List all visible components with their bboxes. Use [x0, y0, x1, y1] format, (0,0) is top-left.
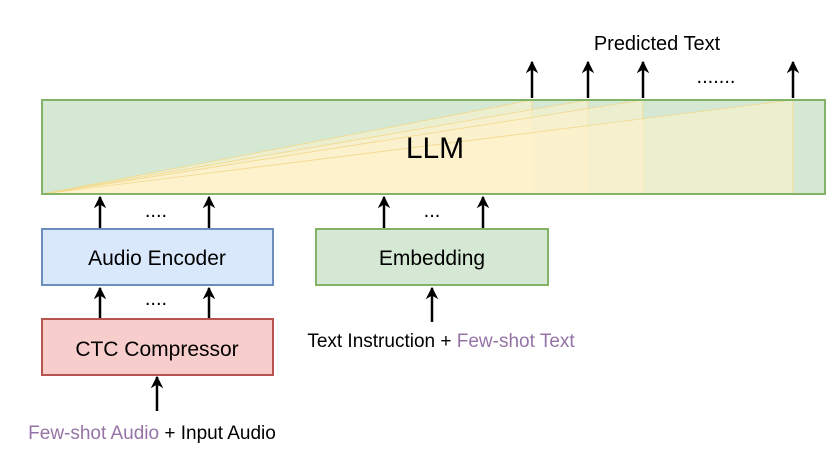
llm-label: LLM	[406, 132, 464, 165]
few-shot-text-text: Few-shot Text	[457, 331, 576, 352]
audio-encoder-label: Audio Encoder	[88, 247, 226, 270]
ctc-compressor-label: CTC Compressor	[75, 338, 238, 361]
embedding-label: Embedding	[379, 247, 485, 270]
encoder-llm-ellipsis: ....	[145, 200, 167, 222]
text-instruction-text: Text Instruction +	[307, 331, 456, 352]
few-shot-audio-text: Few-shot Audio	[28, 423, 159, 444]
predicted-text-label: Predicted Text	[594, 33, 721, 55]
embedding-block	[315, 228, 549, 286]
audio-encoder-block	[41, 228, 274, 286]
embedding-llm-ellipsis: ...	[424, 200, 441, 222]
compressor-encoder-ellipsis: ....	[145, 288, 167, 310]
attention-fan	[41, 99, 794, 195]
ctc-compressor-block	[41, 318, 274, 376]
input-audio-text: + Input Audio	[159, 423, 276, 444]
audio-input-label: Few-shot Audio + Input Audio	[28, 423, 276, 444]
text-input-label: Text Instruction + Few-shot Text	[307, 331, 575, 352]
output-ellipsis: .......	[697, 66, 736, 88]
